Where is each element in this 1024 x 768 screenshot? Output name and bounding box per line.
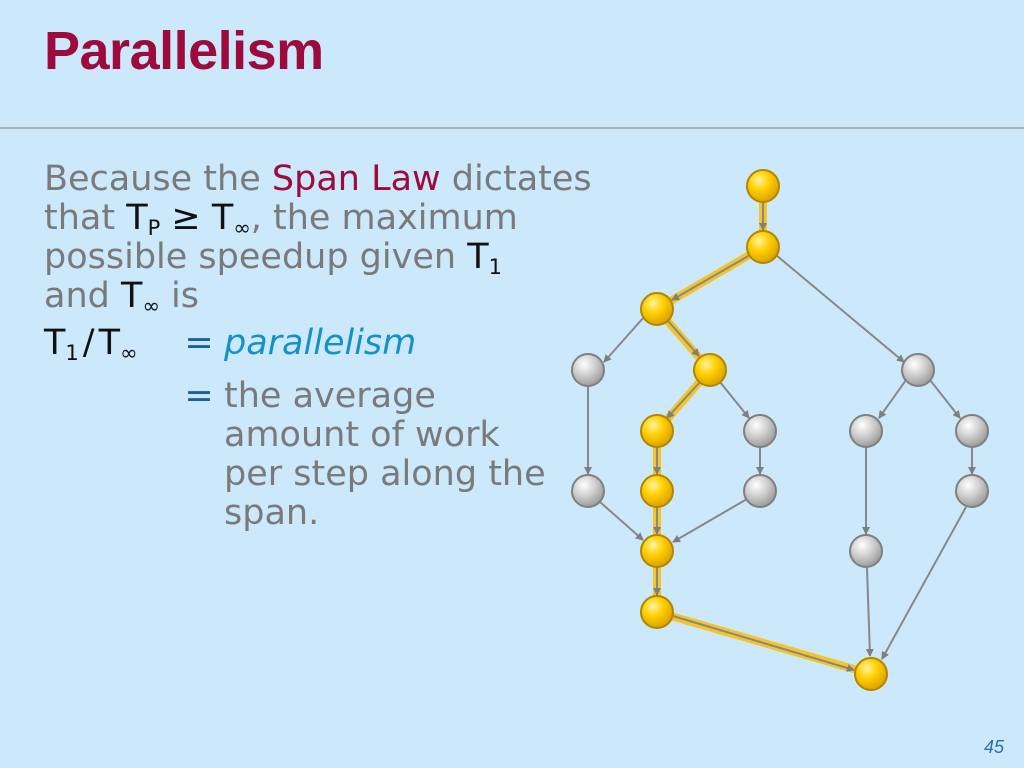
edge — [666, 381, 701, 419]
dag-node — [571, 474, 605, 508]
edge — [667, 320, 700, 357]
edge — [599, 501, 644, 541]
dag-node — [743, 414, 777, 448]
equals-sign-2: = — [184, 376, 214, 416]
edge — [672, 498, 748, 543]
dag-node — [901, 353, 935, 387]
span-node — [640, 534, 674, 568]
lhs-tinf-letter: T — [98, 323, 120, 363]
span-node — [693, 353, 727, 387]
geq-symbol: ≥ — [160, 198, 212, 238]
t1-letter: T — [467, 237, 489, 277]
slide-title: Parallelism — [44, 21, 324, 81]
tinf2-letter: T — [120, 276, 143, 316]
edge — [865, 567, 874, 657]
dag-node — [849, 414, 883, 448]
edge — [672, 615, 855, 672]
edge — [603, 316, 645, 363]
parallelism-definition: the average amount of work per step alon… — [224, 376, 546, 533]
span-node — [640, 595, 674, 629]
tinf-letter: T — [211, 198, 234, 238]
dag-node — [955, 474, 989, 508]
parallelism-formula: T1/T∞ = parallelism = the average amount… — [44, 324, 554, 533]
lhs-t1-letter: T — [44, 323, 66, 363]
body-text-4b: is — [159, 276, 199, 316]
edge — [719, 381, 750, 419]
dag-node — [849, 534, 883, 568]
span-law-term: Span Law — [271, 159, 441, 199]
body-text-4a: and — [44, 276, 121, 316]
dag-node — [571, 353, 605, 387]
body-text-3a: possible speedup given — [44, 237, 468, 277]
span-node — [746, 169, 780, 203]
span-node — [746, 230, 780, 264]
title-divider — [0, 127, 1024, 129]
tp-subscript: P — [147, 216, 161, 240]
lhs-tinf-subscript: ∞ — [119, 341, 138, 365]
parallelism-term: parallelism — [224, 323, 417, 363]
formula-row-2: = the average amount of work per step al… — [44, 377, 554, 533]
edge — [929, 379, 961, 419]
page-number: 45 — [983, 737, 1004, 757]
span-node — [640, 414, 674, 448]
tp-letter: T — [126, 198, 148, 238]
t1-symbol: T1 — [467, 237, 502, 279]
t1-subscript: 1 — [488, 255, 502, 279]
body-text-2b: , the maximum — [250, 198, 518, 238]
span-node — [640, 292, 674, 326]
body-text-2a: that — [44, 198, 127, 238]
dag-node — [743, 474, 777, 508]
tinf2-symbol: T∞ — [120, 276, 160, 318]
formula-row-1: T1/T∞ = parallelism — [44, 323, 554, 365]
span-node — [854, 657, 888, 691]
edge — [671, 254, 751, 301]
dag-nodes — [571, 169, 989, 691]
body-text-1a: Because the — [44, 159, 272, 199]
edge — [881, 506, 967, 660]
tinf2-subscript: ∞ — [142, 294, 160, 318]
edge — [775, 254, 905, 363]
formula-lhs: T1/T∞ — [44, 323, 174, 365]
tinf-subscript: ∞ — [233, 216, 251, 240]
body-paragraph: Because the Span Law dictates that TP ≥ … — [44, 159, 644, 318]
lhs-slash: / — [82, 323, 95, 363]
body-text-1b: dictates — [440, 159, 592, 199]
tp-symbol: TP ≥ T∞ — [126, 198, 251, 240]
span-node — [640, 474, 674, 508]
dag-node — [955, 414, 989, 448]
equals-sign-1: = — [184, 323, 214, 363]
edge — [878, 379, 907, 419]
lhs-t1-subscript: 1 — [65, 341, 79, 365]
dag-edges — [584, 201, 976, 672]
